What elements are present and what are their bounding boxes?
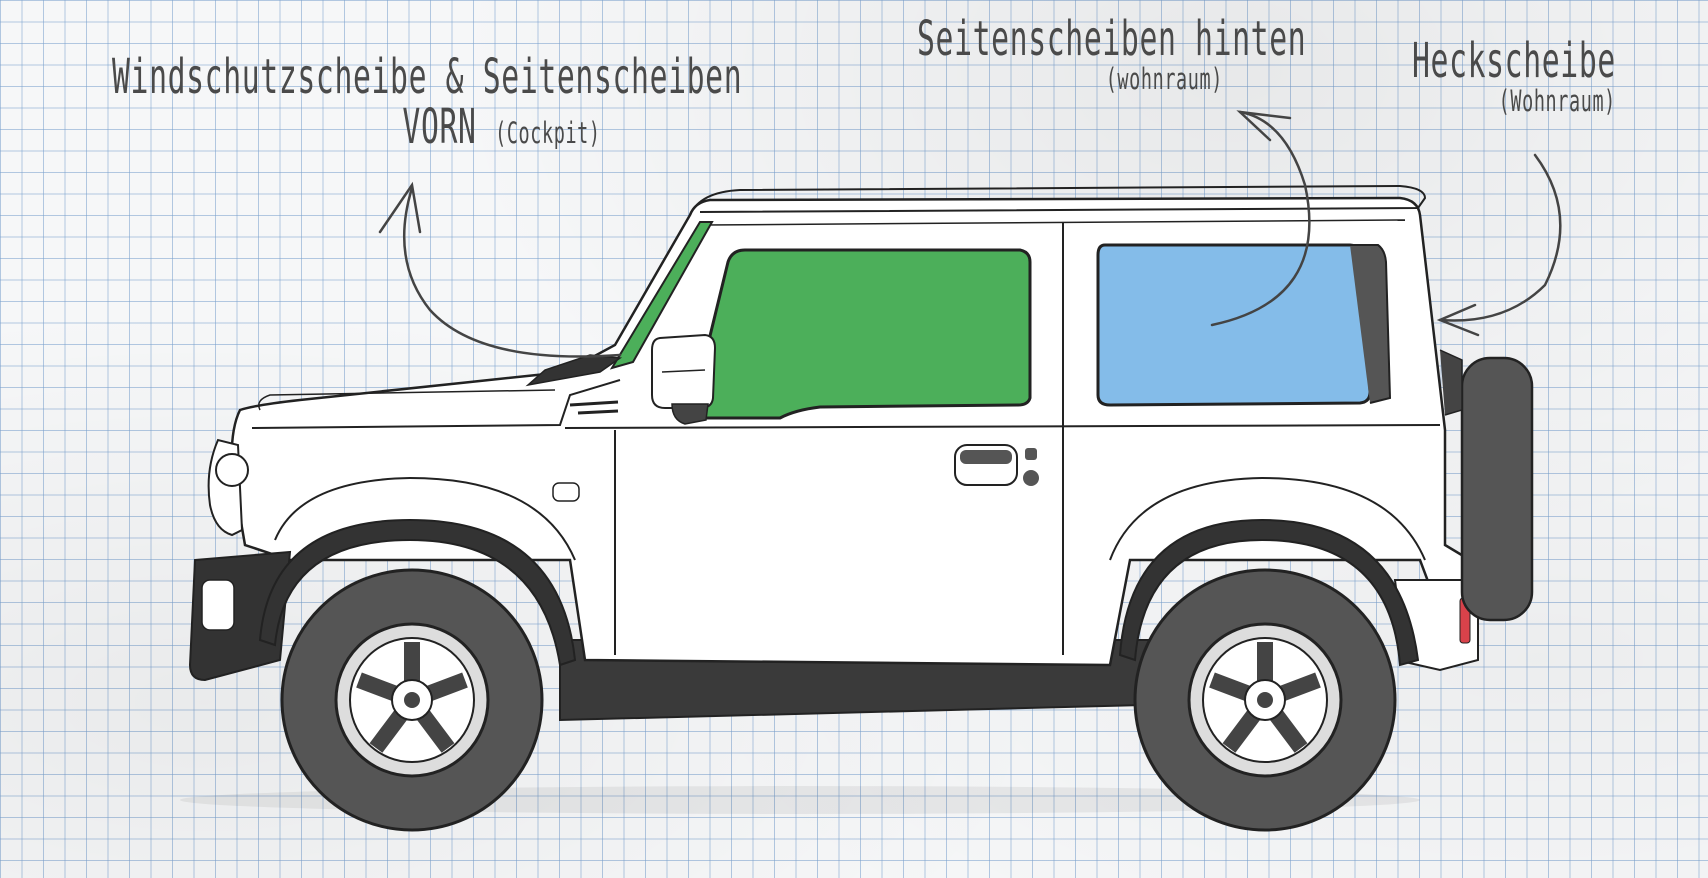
door-handle-icon: [954, 444, 1039, 486]
arrow-icon: [378, 181, 622, 358]
rear-side-window: [1096, 243, 1372, 407]
label-windshield-front-windows: Windschutzscheibe & Seitenscheiben VORN …: [112, 52, 742, 153]
label-rear-window: Heckscheibe (Wohnraum): [1412, 36, 1616, 118]
label-rear-side-windows: Seitenscheiben hinten (wohnraum): [917, 14, 1306, 96]
arrow-icon: [1436, 153, 1562, 337]
label-rear-line2: (Wohnraum): [1498, 84, 1616, 120]
label-front-line1: Windschutzscheibe & Seitenscheiben: [112, 49, 743, 105]
arrow-icon: [1210, 110, 1311, 327]
label-front-line2: VORN (Cockpit): [112, 102, 742, 152]
wheel-icon: [1133, 568, 1397, 832]
label-rear-line1: Heckscheibe: [1412, 33, 1616, 89]
wheel-icon: [280, 568, 544, 832]
label-front-vorn: VORN: [402, 99, 477, 156]
spare-tire-icon: [1439, 349, 1534, 622]
label-rear-side-line2: (wohnraum): [1105, 62, 1223, 98]
windshield: [609, 221, 714, 370]
front-side-window: [688, 248, 1032, 420]
label-front-cockpit: (Cockpit): [495, 116, 601, 152]
label-rear-side-line1: Seitenscheiben hinten: [917, 11, 1307, 67]
mirror-icon: [651, 333, 717, 425]
